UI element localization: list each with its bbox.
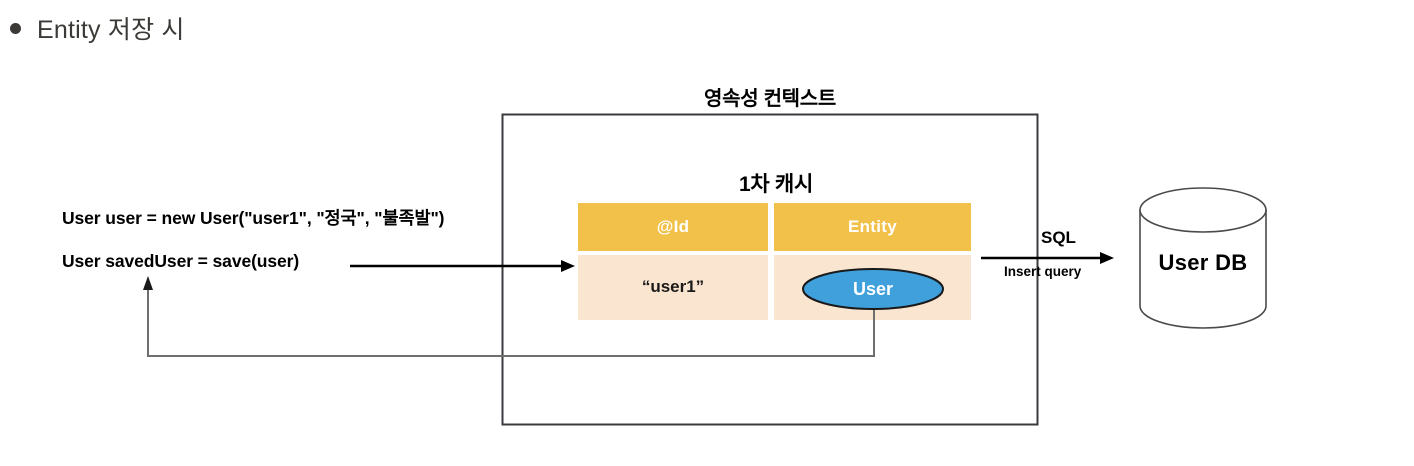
entity-ellipse-label: User	[852, 279, 894, 299]
bullet-marker-icon	[10, 22, 21, 34]
code-line-1: User user = new User("user1", "정국", "불족발…	[62, 208, 445, 228]
cache-table-header-id-cell	[578, 203, 768, 251]
code-line-2: User savedUser = save(user)	[62, 251, 300, 271]
cache-table-header-entity: Entity	[847, 217, 898, 236]
sql-arrow-top-label: SQL	[1041, 228, 1076, 247]
sql-arrow-bottom-label: Insert query	[1004, 264, 1082, 279]
cache-caption: 1차 캐시	[739, 173, 813, 196]
cache-table-row-id-cell	[578, 255, 768, 320]
save-call-arrow-head	[561, 260, 575, 272]
bullet-line: Entity 저장 시	[10, 10, 185, 46]
cache-table-header-id: @Id	[656, 217, 690, 236]
return-arrow-line	[147, 286, 875, 357]
bullet-text: Entity 저장 시	[37, 16, 185, 44]
cache-table-cell-id: “user1”	[641, 277, 705, 296]
cache-table-header-entity-cell	[774, 203, 971, 251]
sql-arrow-head	[1100, 252, 1114, 264]
return-arrow-head	[143, 276, 153, 290]
persistence-context-title: 영속성 컨텍스트	[704, 88, 836, 110]
database-cylinder-body	[1139, 209, 1267, 329]
entity-ellipse-shape	[802, 268, 944, 310]
database-label: User DB	[1158, 250, 1248, 275]
database-cylinder-top	[1139, 187, 1267, 233]
